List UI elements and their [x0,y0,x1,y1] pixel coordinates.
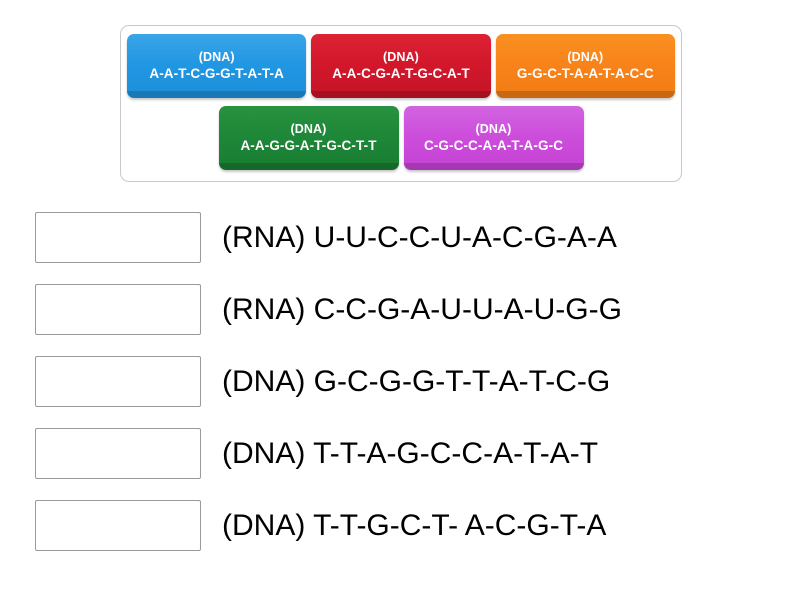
draggable-tile-red[interactable]: (DNA) A-A-C-G-A-T-G-C-A-T [311,34,491,98]
answer-row: (DNA) T-T-G-C-T- A-C-G-T-A [35,500,780,551]
tile-kind-label: (DNA) [290,122,327,137]
draggable-tile-green[interactable]: (DNA) A-A-G-G-A-T-G-C-T-T [218,106,399,170]
tile-kind-label: (DNA) [567,50,604,65]
answer-row: (RNA) C-C-G-A-U-U-A-U-G-G [35,284,780,335]
answer-list: (RNA) U-U-C-C-U-A-C-G-A-A (RNA) C-C-G-A-… [35,212,780,572]
draggable-tile-purple[interactable]: (DNA) C-G-C-C-A-A-T-A-G-C [403,106,584,170]
answer-row: (DNA) G-C-G-G-T-T-A-T-C-G [35,356,780,407]
answer-label-4: (DNA) T-T-A-G-C-C-A-T-A-T [222,436,599,470]
drop-zone-5[interactable] [35,500,201,551]
tile-row-1: (DNA) A-A-T-C-G-G-T-A-T-A (DNA) A-A-C-G-… [127,34,675,98]
drop-zone-3[interactable] [35,356,201,407]
tile-sequence-label: A-A-T-C-G-G-T-A-T-A [149,65,284,81]
tile-sequence-label: G-G-C-T-A-A-T-A-C-C [516,65,654,81]
drop-zone-1[interactable] [35,212,201,263]
answer-row: (RNA) U-U-C-C-U-A-C-G-A-A [35,212,780,263]
draggable-tile-orange[interactable]: (DNA) G-G-C-T-A-A-T-A-C-C [495,34,675,98]
tile-kind-label: (DNA) [198,50,235,65]
tile-sequence-label: A-A-G-G-A-T-G-C-T-T [240,137,377,153]
tile-kind-label: (DNA) [383,50,419,65]
answer-label-1: (RNA) U-U-C-C-U-A-C-G-A-A [222,220,617,254]
answer-label-3: (DNA) G-C-G-G-T-T-A-T-C-G [222,364,611,398]
tile-kind-label: (DNA) [475,122,512,137]
draggable-tile-blue[interactable]: (DNA) A-A-T-C-G-G-T-A-T-A [127,34,307,98]
tile-sequence-label: C-G-C-C-A-A-T-A-G-C [423,137,564,153]
tile-row-2: (DNA) A-A-G-G-A-T-G-C-T-T (DNA) C-G-C-C-… [127,106,675,170]
answer-label-2: (RNA) C-C-G-A-U-U-A-U-G-G [222,292,622,326]
answer-label-5: (DNA) T-T-G-C-T- A-C-G-T-A [222,508,607,542]
tile-sequence-label: A-A-C-G-A-T-G-C-A-T [332,65,470,81]
draggable-tiles-panel: (DNA) A-A-T-C-G-G-T-A-T-A (DNA) A-A-C-G-… [120,25,682,182]
drop-zone-4[interactable] [35,428,201,479]
answer-row: (DNA) T-T-A-G-C-C-A-T-A-T [35,428,780,479]
drop-zone-2[interactable] [35,284,201,335]
